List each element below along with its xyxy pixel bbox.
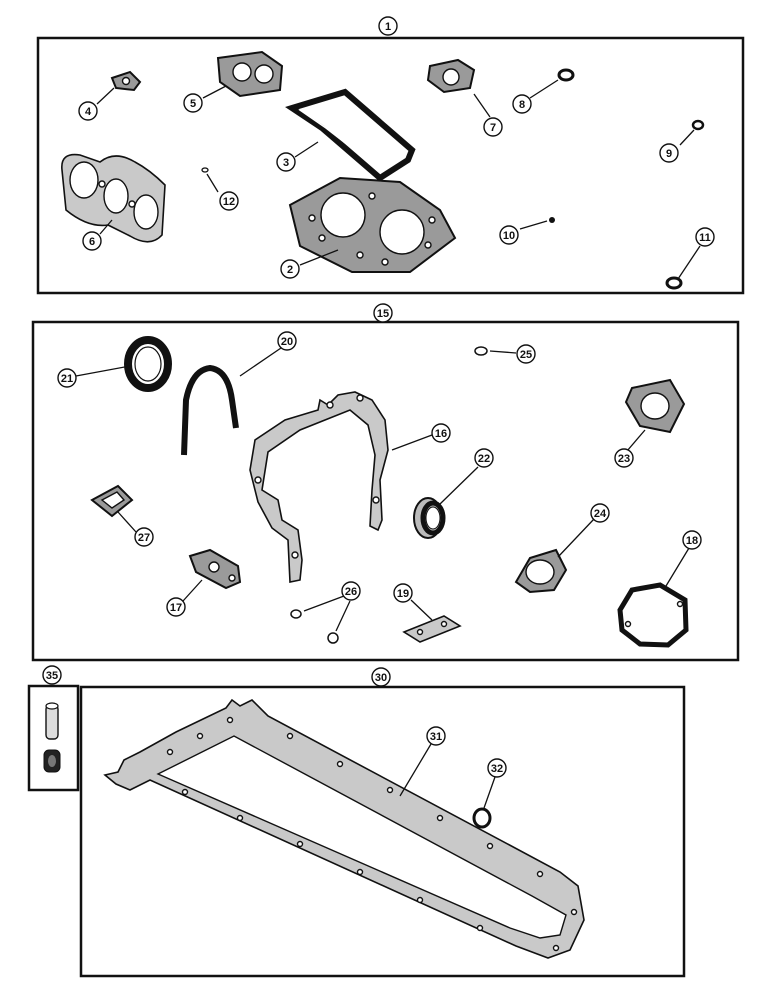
callout-11: 11 (695, 227, 715, 247)
callout-35: 35 (42, 665, 62, 685)
part-31-oil-pan-gasket (103, 698, 585, 959)
callout-10: 10 (499, 225, 519, 245)
callout-21: 21 (57, 368, 77, 388)
part-35-grommet (43, 749, 61, 773)
part-35-sleeve (45, 702, 59, 740)
part-18-gasket (617, 582, 689, 648)
svg-text:15: 15 (377, 308, 389, 320)
callout-16: 16 (431, 423, 451, 443)
callout-9: 9 (659, 143, 679, 163)
svg-text:32: 32 (491, 763, 503, 775)
part-8-washer (557, 68, 575, 82)
part-25-o-ring (474, 346, 488, 356)
callout-3: 3 (276, 152, 296, 172)
callout-20: 20 (277, 331, 297, 351)
svg-text:27: 27 (138, 532, 150, 544)
callout-30: 30 (371, 667, 391, 687)
callout-24: 24 (590, 503, 610, 523)
svg-text:16: 16 (435, 428, 447, 440)
callout-23: 23 (614, 448, 634, 468)
svg-text:31: 31 (430, 731, 442, 743)
callout-18: 18 (682, 530, 702, 550)
part-32-washer (472, 807, 492, 829)
svg-text:8: 8 (519, 99, 525, 111)
svg-text:7: 7 (490, 122, 496, 134)
part-21-seal (124, 336, 172, 392)
svg-text:17: 17 (170, 602, 182, 614)
svg-text:3: 3 (283, 157, 289, 169)
part-19-plate (402, 615, 462, 643)
callout-5: 5 (183, 93, 203, 113)
svg-text:4: 4 (85, 106, 92, 118)
svg-text:23: 23 (618, 453, 630, 465)
callout-27: 27 (134, 527, 154, 547)
part-3-valve-cover-gasket (285, 88, 416, 182)
part-10-plug (549, 217, 555, 223)
part-11-washer (665, 276, 683, 290)
callout-32: 32 (487, 758, 507, 778)
svg-text:24: 24 (594, 508, 607, 520)
svg-text:20: 20 (281, 336, 293, 348)
part-4-small-gasket (110, 70, 142, 92)
callout-12: 12 (219, 191, 239, 211)
callout-2: 2 (280, 259, 300, 279)
callout-25: 25 (516, 344, 536, 364)
part-2-head-gasket (288, 176, 457, 273)
part-7-gasket (426, 58, 476, 94)
part-17-gasket (188, 548, 242, 590)
callout-26: 26 (341, 581, 361, 601)
panel-kit-15 (31, 320, 740, 662)
part-5-outlet-gasket (216, 50, 284, 98)
callout-22: 22 (474, 448, 494, 468)
svg-text:30: 30 (375, 672, 387, 684)
svg-text:1: 1 (385, 21, 391, 33)
svg-text:21: 21 (61, 373, 73, 385)
svg-text:11: 11 (699, 232, 711, 244)
part-12-small-ring (201, 167, 209, 173)
svg-text:22: 22 (478, 453, 490, 465)
svg-text:19: 19 (397, 588, 409, 600)
part-6-manifold-gasket (61, 153, 166, 243)
callout-19: 19 (393, 583, 413, 603)
svg-text:9: 9 (666, 148, 672, 160)
callout-6: 6 (82, 231, 102, 251)
svg-text:26: 26 (345, 586, 357, 598)
part-9-washer (691, 119, 705, 131)
svg-text:2: 2 (287, 264, 293, 276)
svg-text:10: 10 (503, 230, 515, 242)
callout-1: 1 (378, 16, 398, 36)
callout-31: 31 (426, 726, 446, 746)
part-23-gasket (624, 378, 686, 434)
part-22-front-seal (413, 497, 446, 539)
svg-text:35: 35 (46, 670, 58, 682)
part-20-rope-seal (181, 364, 239, 456)
svg-text:6: 6 (89, 236, 95, 248)
callout-7: 7 (483, 117, 503, 137)
callout-15: 15 (373, 303, 393, 323)
callout-8: 8 (512, 94, 532, 114)
part-27-gasket (90, 484, 134, 518)
part-24-gasket (514, 548, 568, 594)
svg-text:25: 25 (520, 349, 532, 361)
callout-4: 4 (78, 101, 98, 121)
svg-text:12: 12 (223, 196, 235, 208)
part-16-timing-cover-gasket (249, 391, 389, 583)
callout-17: 17 (166, 597, 186, 617)
svg-text:5: 5 (190, 98, 196, 110)
part-26-o-rings (290, 609, 339, 644)
svg-text:18: 18 (686, 535, 698, 547)
